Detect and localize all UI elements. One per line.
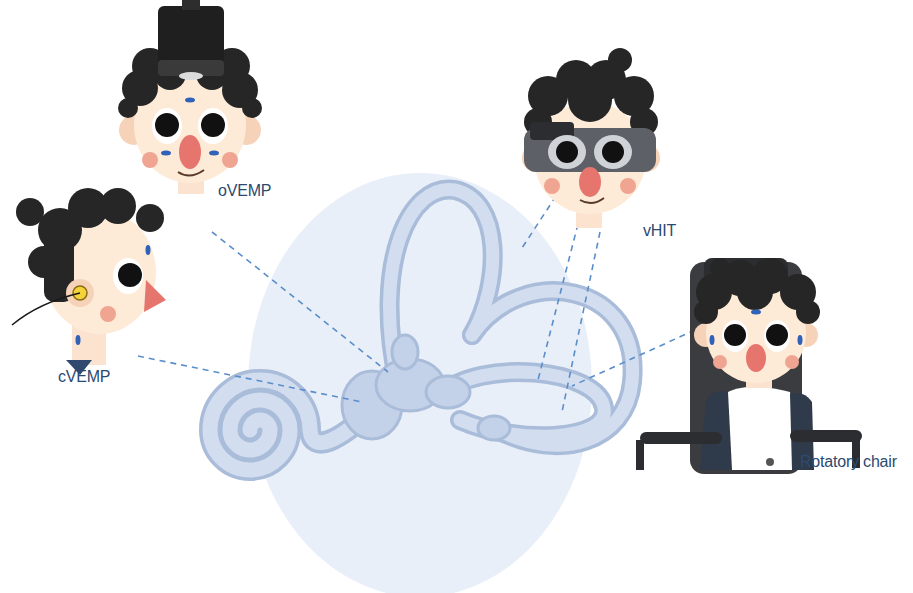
ampulla — [478, 416, 510, 440]
chair-knob — [766, 458, 774, 466]
leader-line — [522, 196, 556, 248]
cheek — [544, 178, 560, 194]
mouth — [178, 170, 204, 176]
pupil — [201, 113, 225, 137]
leader-line — [212, 232, 388, 372]
electrode — [798, 335, 803, 345]
ampulla — [392, 335, 418, 369]
cheek — [620, 178, 636, 194]
device-light — [179, 72, 203, 80]
earphone-wire — [12, 293, 80, 325]
test-label: vHIT — [643, 222, 676, 240]
leader-line — [572, 330, 695, 386]
electrode — [710, 335, 715, 345]
nose — [579, 167, 601, 197]
rotatory-chair — [636, 258, 862, 474]
ampulla — [426, 376, 470, 408]
inner-ear — [210, 189, 633, 470]
pupil — [556, 141, 578, 163]
nose — [179, 135, 201, 169]
test-label: oVEMP — [218, 182, 271, 200]
hair — [694, 258, 820, 324]
electrode — [76, 335, 81, 345]
cheek — [142, 152, 158, 168]
armrest — [790, 430, 862, 442]
superior-canal-outline — [390, 189, 493, 382]
cvemp-head — [12, 188, 166, 375]
electrode — [185, 98, 195, 103]
pupil — [766, 324, 788, 346]
mouth — [580, 198, 604, 203]
electrode — [146, 245, 151, 255]
pupil — [724, 324, 746, 346]
leader-lines — [138, 196, 695, 412]
electrode — [209, 151, 219, 156]
cheek — [785, 355, 799, 369]
ovemp-head — [118, 0, 262, 194]
shirt — [722, 387, 800, 470]
goggles-lens — [548, 135, 586, 169]
device-cap — [182, 0, 200, 10]
nose — [746, 344, 766, 372]
eye-white — [198, 108, 228, 144]
nose — [144, 280, 166, 312]
leader-line — [138, 356, 362, 402]
cheek — [713, 355, 727, 369]
test-label: Rotatory chair — [800, 453, 897, 471]
pupil — [155, 113, 179, 137]
jacket — [700, 391, 732, 470]
armrest — [640, 432, 722, 444]
eye-white — [113, 258, 143, 294]
cheek — [100, 306, 116, 322]
pupil — [602, 141, 624, 163]
electrode — [161, 151, 171, 156]
armrest-post — [636, 440, 644, 470]
leader-line — [562, 232, 600, 412]
cheek — [222, 152, 238, 168]
vhit-head — [522, 48, 660, 228]
eye-white — [152, 108, 182, 144]
eye-white — [764, 320, 790, 352]
leader-line — [538, 224, 578, 380]
superior-canal — [390, 189, 493, 382]
electrode — [751, 310, 761, 315]
goggles-lens — [594, 135, 632, 169]
test-label: cVEMP — [58, 368, 110, 386]
eye-white — [722, 320, 748, 352]
pupil — [118, 263, 142, 287]
